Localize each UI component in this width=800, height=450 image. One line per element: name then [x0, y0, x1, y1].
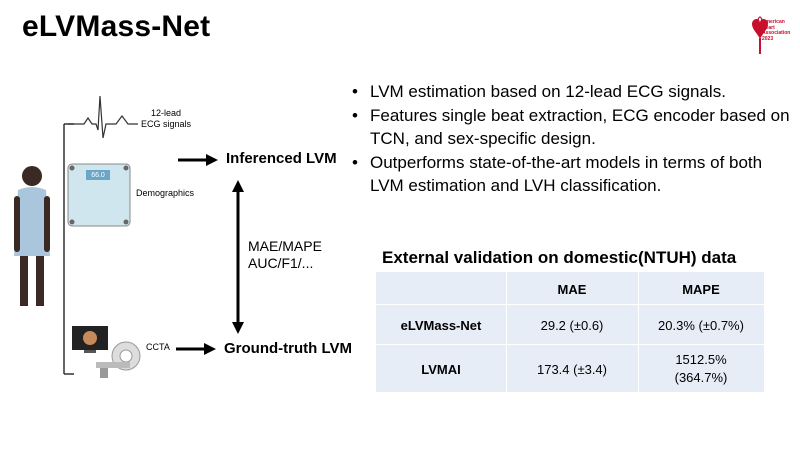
arrow-to-groundtruth-icon — [176, 343, 216, 355]
table-cell: 173.4 (±3.4) — [536, 362, 607, 377]
ct-scanner-icon — [72, 326, 141, 378]
table-row-label: eLVMass-Net — [400, 318, 482, 333]
heart-torch-icon — [752, 16, 768, 54]
table-header-mae: MAE — [557, 282, 587, 297]
table-title: External validation on domestic(NTUH) da… — [382, 248, 737, 267]
metrics-line1: MAE/MAPE — [248, 238, 322, 254]
table-header-mape: MAPE — [682, 282, 720, 297]
metrics-label: MAE/MAPE AUC/F1/... — [248, 238, 322, 272]
scale-display: 66.0 — [91, 172, 105, 179]
table-cell: 20.3% (±0.7%) — [658, 318, 744, 333]
inferenced-lvm-label: Inferenced LVM — [226, 150, 337, 167]
logo-text-line1: American — [762, 19, 785, 25]
results-table: MAE MAPE eLVMass-Net 29.2 (±0.6) 20.3% (… — [376, 272, 764, 392]
comparison-double-arrow-icon — [232, 180, 244, 334]
bullet-list: LVM estimation based on 12-lead ECG sign… — [352, 80, 792, 198]
logo-text-line2: Heart — [762, 24, 775, 31]
logo-year: 2023 — [762, 35, 774, 42]
bullet-item: Outperforms state-of-the-art models in t… — [352, 151, 792, 198]
table-cell: 1512.5% — [675, 352, 727, 367]
pipeline-diagram — [14, 95, 244, 378]
ecg-wave-icon — [68, 95, 138, 139]
ecg-label: 12-lead ECG signals — [138, 108, 194, 130]
ecg-label-line1: 12-lead — [150, 108, 182, 118]
aha-logo: American Heart Association 2023 — [742, 10, 791, 60]
table-row-label: LVMAI — [421, 362, 461, 377]
arrow-to-inferenced-icon — [178, 154, 218, 166]
demographics-label: Demographics — [136, 188, 195, 198]
bullet-item: LVM estimation based on 12-lead ECG sign… — [352, 80, 792, 104]
patient-icon — [14, 166, 50, 306]
bullet-item: Features single beat extraction, ECG enc… — [352, 104, 792, 151]
ecg-label-line2: ECG signals — [140, 119, 192, 129]
logo-text-line3: Association — [762, 30, 791, 36]
table-cell: 29.2 (±0.6) — [540, 318, 604, 333]
metrics-line2: AUC/F1/... — [248, 255, 314, 271]
scale-icon — [67, 163, 131, 227]
page-title: eLVMass-Net — [22, 10, 211, 43]
ground-truth-lvm-label: Ground-truth LVM — [224, 340, 353, 357]
table-cell: (364.7%) — [674, 370, 728, 385]
ccta-label: CCTA — [146, 342, 170, 352]
